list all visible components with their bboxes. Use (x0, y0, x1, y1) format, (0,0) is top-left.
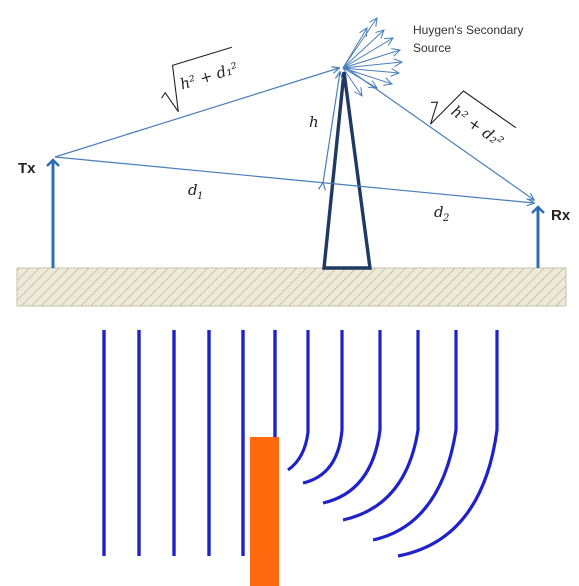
wavefront-curve (342, 330, 420, 522)
svg-text:d: d (434, 203, 444, 221)
wavefront-curve (322, 330, 382, 505)
secondary-source-fan (342, 18, 402, 96)
path2-length-label: h² + d₂² (429, 90, 517, 151)
d2-label: d 2 (434, 203, 449, 224)
svg-text:2: 2 (442, 213, 449, 224)
ray-edge-to-rx (344, 66, 534, 200)
h-label: h (309, 113, 319, 131)
tx-label: Tx (18, 160, 36, 177)
diffracted-wavefronts (287, 330, 499, 558)
wavefront-curve (287, 330, 310, 472)
edge-block (250, 437, 279, 586)
straight-wavefronts (102, 330, 277, 556)
height-arrow (323, 72, 340, 183)
ground-plane (16, 267, 567, 307)
svg-text:h² + d₂²: h² + d₂² (448, 102, 507, 151)
ray-tx-to-edge (54, 68, 339, 158)
wavefront-curve (302, 330, 344, 485)
wavefront-panel (102, 330, 499, 586)
geometry-panel: Huygen's Secondary Source Tx Rx h d 1 d … (16, 18, 571, 307)
svg-text:d: d (188, 181, 198, 199)
svg-text:h² + d₁²: h² + d₁² (178, 59, 240, 94)
direct-ray (54, 156, 534, 203)
wavefront-curve (397, 330, 499, 558)
huygens-label-line1: Huygen's Secondary (413, 23, 523, 37)
wavefront-curve (372, 330, 458, 542)
d1-label: d 1 (188, 181, 203, 202)
svg-text:1: 1 (197, 191, 203, 202)
rx-label: Rx (551, 207, 571, 224)
path1-length-label: h² + d₁² (161, 46, 240, 113)
huygens-label-line2: Source (413, 41, 451, 55)
knife-edge-obstacle (322, 71, 372, 270)
